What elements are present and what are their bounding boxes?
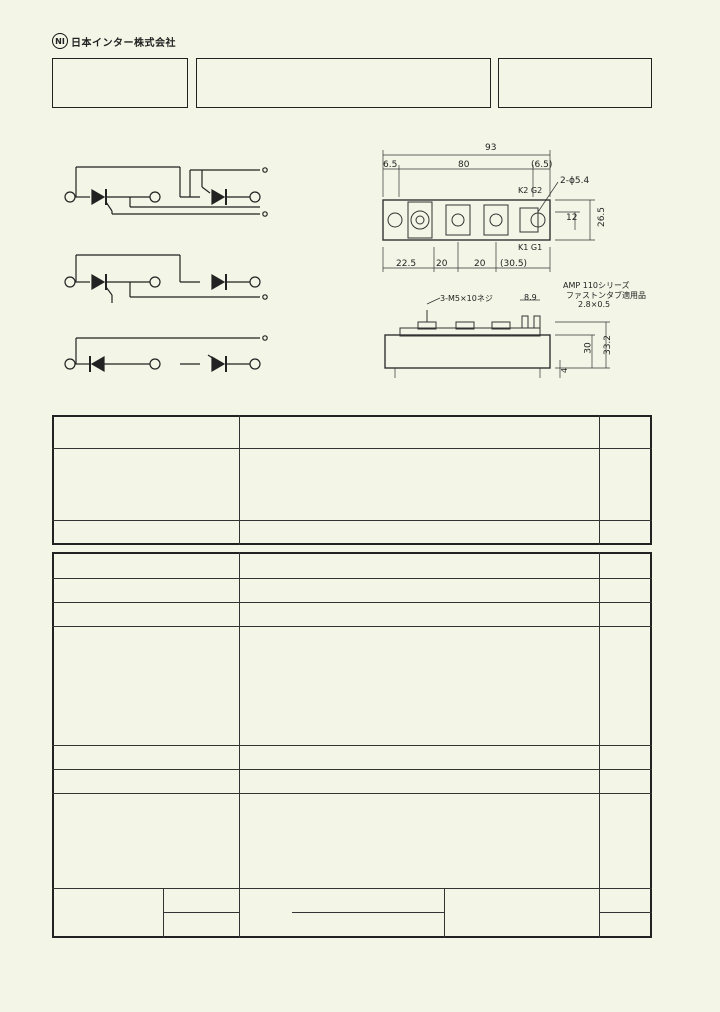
circuit-1 <box>64 166 268 217</box>
dim-pitch-3: 20 <box>474 259 486 269</box>
dim-amp-note-2: ファストンタブ適用品 <box>566 291 646 300</box>
dim-tab-width: 8.9 <box>524 293 537 302</box>
dim-body-length: 80 <box>458 160 470 170</box>
char-sub-divider <box>292 912 444 913</box>
char-row-divider <box>52 745 652 746</box>
ratings-col-divider <box>599 415 600 545</box>
side-view-drawing <box>384 297 610 378</box>
company-name: 日本インター株式会社 <box>71 37 176 49</box>
dim-height-outer: 26.5 <box>597 206 608 228</box>
char-row-divider <box>52 626 652 627</box>
logo-mark: NI <box>52 33 68 49</box>
char-col-divider <box>599 552 600 938</box>
dim-left-offset: 6.5 <box>383 160 398 170</box>
char-col-divider <box>163 888 164 938</box>
dim-amp-note-3: 2.8×0.5 <box>578 300 611 309</box>
char-row-divider <box>52 888 652 889</box>
dim-height-total: 33.2 <box>603 334 614 356</box>
char-row-divider <box>52 769 652 770</box>
char-col-divider <box>239 552 240 938</box>
dim-amp-note-1: AMP 110シリーズ <box>563 281 630 290</box>
dim-overall-length: 93 <box>485 143 497 153</box>
ratings-col-divider <box>239 415 240 545</box>
dim-height-inner: 12 <box>566 213 578 223</box>
title-box <box>196 58 491 108</box>
rating-box <box>498 58 652 108</box>
char-sub-divider <box>163 912 239 913</box>
dim-base-thickness: 4 <box>560 367 570 374</box>
dim-terminal-bottom: K1 G1 <box>518 243 543 252</box>
ratings-row-divider <box>52 448 652 449</box>
dim-height-body: 30 <box>583 342 594 354</box>
dim-pitch-1: 22.5 <box>396 259 417 269</box>
char-row-divider <box>52 793 652 794</box>
dim-screw-spec: 3-M5×10ネジ <box>440 294 493 303</box>
char-row-divider <box>52 602 652 603</box>
circuit-2 <box>64 254 268 303</box>
top-view-drawing <box>382 150 595 272</box>
dim-terminal-top: K2 G2 <box>518 186 543 195</box>
dim-pitch-4: (30.5) <box>500 259 528 269</box>
ratings-row-divider <box>52 520 652 521</box>
char-row-divider <box>52 578 652 579</box>
dim-pitch-2: 20 <box>436 259 448 269</box>
company-logo: NI 日本インター株式会社 <box>52 33 176 49</box>
char-sub-divider <box>599 912 652 913</box>
circuit-3 <box>64 335 268 373</box>
circuit-diagrams <box>64 166 268 373</box>
char-col-divider <box>444 888 445 938</box>
part-number-box <box>52 58 188 108</box>
ratings-table <box>52 415 652 545</box>
dim-hole-spec: 2-ϕ5.4 <box>560 176 590 186</box>
dim-right-offset: (6.5) <box>531 160 553 170</box>
